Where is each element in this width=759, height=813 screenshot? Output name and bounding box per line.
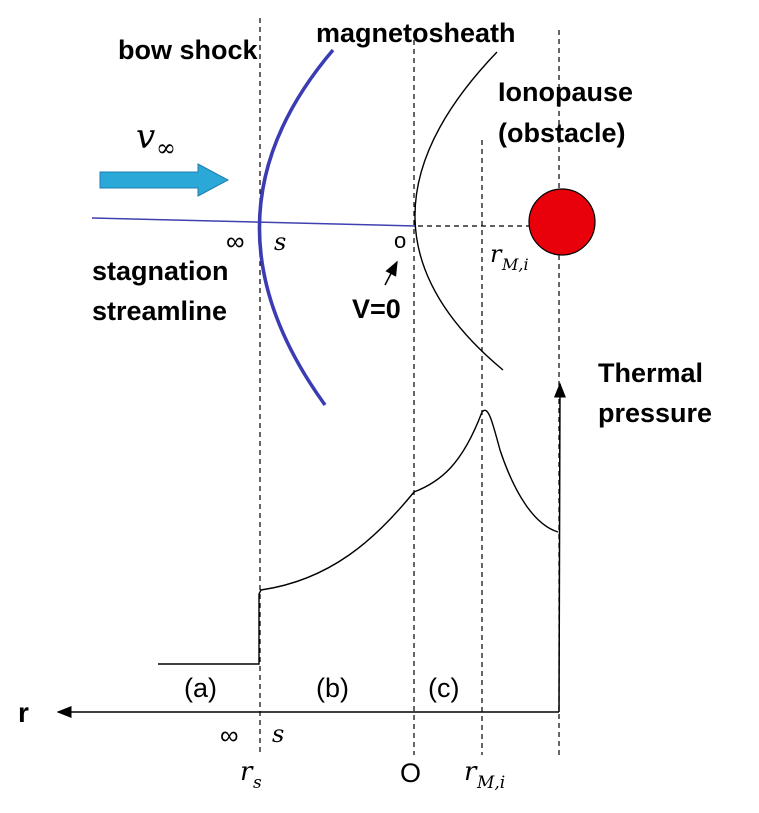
v-zero-pointer: [384, 260, 398, 286]
ionopause-label-line1: Ionopause: [498, 77, 633, 107]
o-bottom-label: O: [400, 758, 421, 788]
infinity-top-label: ∞: [226, 226, 245, 256]
r-mi-top-main: r: [490, 240, 503, 268]
stagnation-label-line1: stagnation: [92, 256, 229, 286]
v-infinity-symbol: v: [136, 117, 155, 157]
stagnation-streamline: [91, 217, 417, 227]
thermal-pressure-label-line2: pressure: [598, 398, 712, 428]
ionopause-curve: [414, 51, 504, 371]
thermal-pressure-label-line1: Thermal: [598, 358, 703, 388]
region-b-label: (b): [316, 673, 349, 703]
s-bottom-label: s: [272, 720, 284, 748]
r-mi-top-sub: M,i: [501, 255, 529, 274]
rs-sub-label: s: [253, 773, 262, 793]
r-mi-bottom-main: r: [464, 757, 478, 787]
v-infinity-subscript: ∞: [156, 134, 176, 162]
r-axis-label: r: [18, 697, 29, 728]
bow-shock-curve: [257, 48, 335, 407]
thermal-pressure-curve: [158, 409, 559, 665]
rs-main-label: r: [240, 757, 254, 787]
flow-arrow: [99, 163, 230, 197]
infinity-bottom-label: ∞: [220, 720, 239, 750]
planet: [528, 188, 596, 256]
r-mi-bottom-sub: M,i: [476, 773, 505, 793]
v-zero-label: V=0: [352, 294, 401, 324]
thermal-pressure-arrow: [553, 382, 566, 713]
s-top-label: s: [274, 228, 286, 256]
region-c-label: (c): [428, 673, 459, 703]
region-a-label: (a): [184, 673, 217, 703]
bow-shock-label: bow shock: [118, 35, 259, 65]
o-top-label: o: [394, 228, 406, 253]
ionopause-label-line2: (obstacle): [498, 118, 626, 148]
stagnation-label-line2: streamline: [92, 296, 227, 326]
magnetosheath-label: magnetosheath: [316, 18, 516, 48]
